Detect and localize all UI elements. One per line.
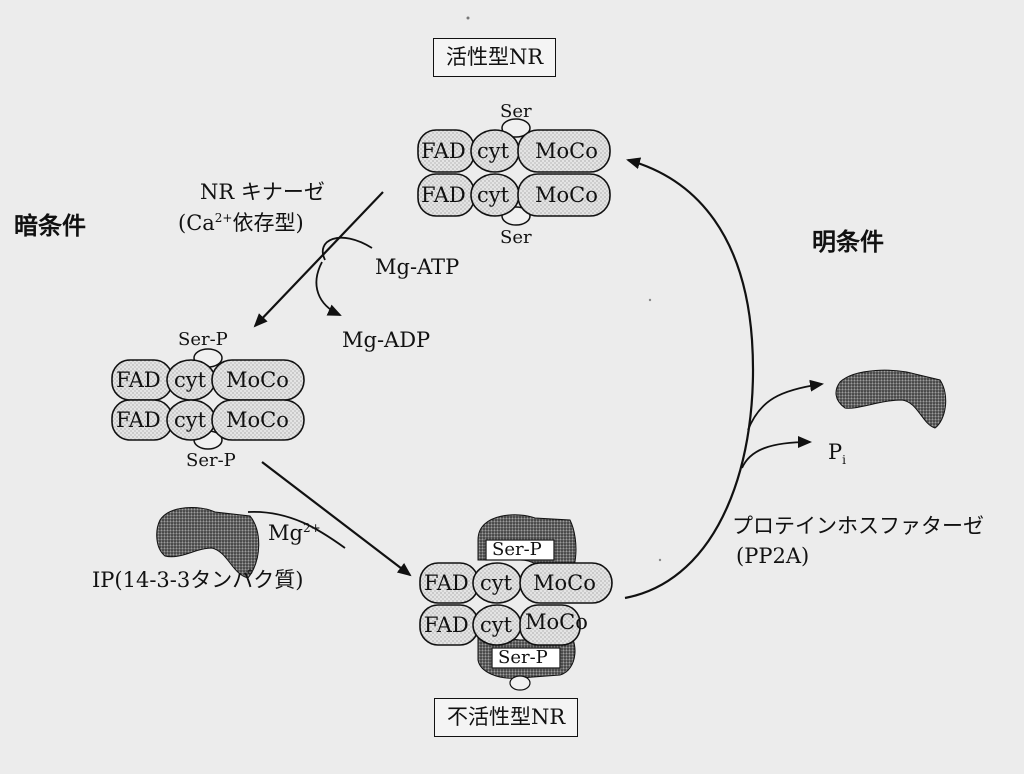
ser-p-label-bottom: Ser-P bbox=[498, 647, 548, 668]
cyt-label: cyt bbox=[477, 183, 510, 207]
kinase-name-label: NR キナーゼ bbox=[200, 180, 325, 204]
release-pi-arrow bbox=[741, 436, 812, 469]
ser-p-box-bottom bbox=[491, 647, 561, 669]
fad-label: FAD bbox=[116, 408, 161, 432]
phosphatase-name-label: プロテインホスファターゼ bbox=[732, 514, 984, 538]
kinase-dependency-label: (Ca2+依存型) bbox=[178, 211, 304, 235]
fad-label: FAD bbox=[421, 183, 466, 207]
ser-p-label-top: Ser-P bbox=[492, 539, 542, 560]
cyt-label: cyt bbox=[174, 408, 207, 432]
moco-label: MoCo bbox=[535, 139, 598, 163]
active-nr-title: 活性型NR bbox=[433, 38, 557, 77]
phosphatase-arrow bbox=[624, 157, 755, 600]
phosphatase-abbrev-label: (PP2A) bbox=[736, 544, 810, 568]
moco-label: MoCo bbox=[525, 610, 588, 634]
cyt-label: cyt bbox=[480, 571, 513, 595]
fad-label: FAD bbox=[424, 613, 469, 637]
inactive-nr-title: 不活性型NR bbox=[434, 698, 579, 737]
mg-atp-curve bbox=[322, 236, 373, 261]
ip-14-3-3-released bbox=[835, 369, 947, 429]
ser-p-label-top: Ser-P bbox=[178, 329, 228, 350]
kinase-arrow bbox=[253, 191, 384, 328]
pi-label: Pi bbox=[828, 440, 846, 468]
release-ip-arrow bbox=[747, 379, 824, 431]
ip-join-curve bbox=[247, 511, 346, 549]
moco-domain bbox=[519, 562, 613, 604]
ser-label-top: Ser bbox=[500, 101, 532, 122]
moco-domain bbox=[211, 399, 305, 441]
ser-label-bottom: Ser bbox=[500, 227, 532, 248]
fad-label: FAD bbox=[424, 571, 469, 595]
moco-domain bbox=[517, 173, 611, 217]
mg-adp-label: Mg-ADP bbox=[342, 328, 431, 352]
fad-label: FAD bbox=[421, 139, 466, 163]
ip-label: IP(14-3-3タンパク質) bbox=[92, 568, 304, 592]
light-condition-label: 明条件 bbox=[812, 228, 884, 256]
moco-label: MoCo bbox=[533, 571, 596, 595]
ip-14-3-3-free bbox=[156, 507, 260, 579]
binding-arrow bbox=[261, 461, 412, 577]
cyt-label: cyt bbox=[480, 613, 513, 637]
ser-site-top bbox=[501, 118, 531, 138]
mg-adp-arrow bbox=[315, 261, 342, 316]
active-nr-dimer bbox=[417, 118, 611, 226]
moco-label: MoCo bbox=[226, 368, 289, 392]
ser-p-label-bottom: Ser-P bbox=[186, 450, 236, 471]
moco-domain bbox=[517, 129, 611, 173]
moco-label: MoCo bbox=[535, 183, 598, 207]
moco-domain bbox=[519, 604, 581, 646]
dark-condition-label: 暗条件 bbox=[14, 212, 86, 240]
cyt-label: cyt bbox=[477, 139, 510, 163]
mg2-label: Mg2+ bbox=[268, 521, 321, 545]
mg-atp-label: Mg-ATP bbox=[375, 255, 460, 279]
ser-p-box-top bbox=[485, 539, 555, 561]
fad-label: FAD bbox=[116, 368, 161, 392]
cyt-label: cyt bbox=[174, 368, 207, 392]
phosphorylated-nr-dimer bbox=[111, 348, 305, 450]
moco-label: MoCo bbox=[226, 408, 289, 432]
inactive-nr-complex bbox=[419, 514, 613, 691]
